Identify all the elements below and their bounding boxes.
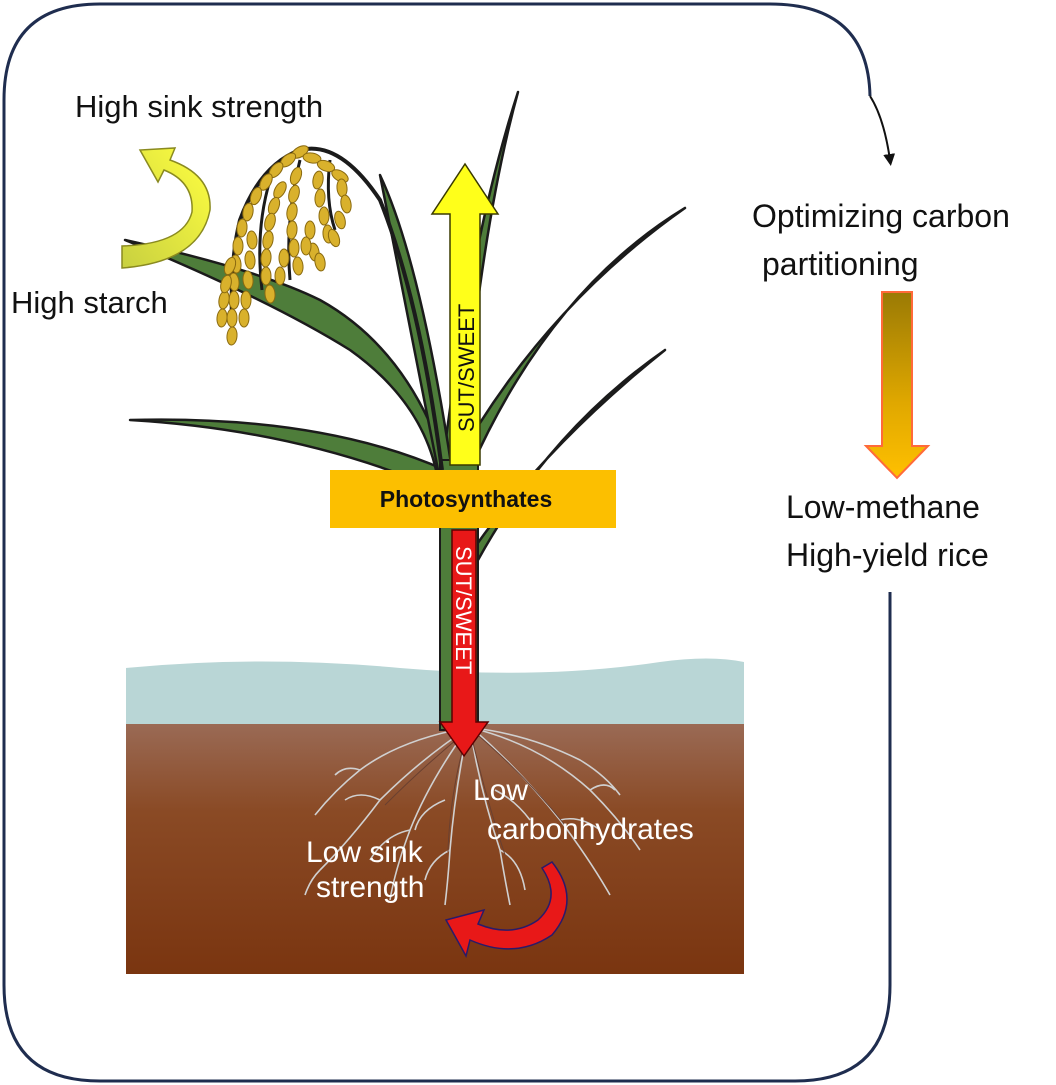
rice-grain [262, 230, 274, 250]
rice-grain [226, 308, 238, 328]
photosynthates-label: Photosynthates [380, 486, 553, 512]
sut-sweet-down-arrow [438, 529, 490, 758]
rice-grain [278, 248, 290, 268]
high-sink-strength-label: High sink strength [75, 89, 323, 124]
rice-grain [226, 326, 238, 346]
rice-grain [223, 256, 237, 276]
rice-grain [264, 284, 276, 304]
high-sink-curved-arrow [121, 147, 211, 269]
sut-sweet-up-label: SUT/SWEET [454, 304, 479, 432]
rice-grain [288, 238, 300, 258]
rice-grain [273, 181, 287, 199]
rice-grain [286, 220, 298, 240]
sut-sweet-up-arrow [430, 162, 500, 466]
rice-grain [260, 266, 272, 286]
rice-grain [246, 230, 258, 250]
rice-grain [228, 290, 240, 310]
rice-grain [274, 266, 286, 286]
rice-grain [292, 256, 304, 276]
rice-grain [240, 290, 252, 310]
rice-grain [244, 250, 256, 270]
optimizing-line2: partitioning [762, 246, 919, 282]
low-carbohydrates-line1: Low [473, 774, 528, 807]
soil-layer [126, 724, 744, 974]
optimization-gradient-arrow [863, 291, 931, 480]
rice-grain [264, 212, 276, 232]
rice-grain [302, 152, 322, 164]
rice-grains [216, 145, 352, 346]
low-carbohydrates-line2: carbonhydrates [487, 813, 694, 846]
sut-sweet-down-label: SUT/SWEET [451, 546, 476, 674]
rice-grain [236, 218, 248, 238]
frame-outline [2, 2, 892, 1083]
rice-grain [242, 270, 254, 290]
outcome-line1: Low-methane [786, 489, 980, 525]
rice-grain [260, 248, 272, 268]
photosynthates-box [330, 470, 616, 528]
rice-grain [312, 170, 324, 190]
roots [304, 727, 641, 906]
rice-grain [340, 194, 352, 214]
rice-grain [249, 186, 263, 206]
low-sink-curved-arrow [444, 861, 568, 959]
frame-arrow-down [869, 95, 896, 166]
low-sink-line2: strength [316, 871, 424, 904]
low-sink-line1: Low sink [306, 836, 424, 869]
rice-grain [267, 196, 281, 216]
rice-grain [232, 236, 244, 256]
rice-grain [334, 210, 346, 230]
rice-grain [316, 159, 336, 173]
roots-dark [384, 729, 566, 856]
rice-grain [314, 252, 326, 272]
rice-grain [220, 274, 232, 294]
rice-grain [331, 169, 349, 183]
water-layer [126, 658, 744, 724]
rice-grain [216, 308, 228, 328]
rice-grain [327, 228, 341, 248]
rice-grain [304, 220, 316, 240]
rice-grain [238, 308, 250, 328]
rice-grain [314, 188, 326, 208]
rice-grain [289, 166, 303, 186]
rice-grain [288, 184, 300, 204]
outcome-line2: High-yield rice [786, 537, 989, 573]
rice-grain [318, 206, 330, 226]
optimizing-line1: Optimizing carbon [752, 198, 1010, 234]
rice-grain [286, 202, 298, 222]
rice-grain [242, 202, 254, 222]
rice-grain [300, 236, 312, 256]
high-starch-label: High starch [11, 285, 168, 320]
